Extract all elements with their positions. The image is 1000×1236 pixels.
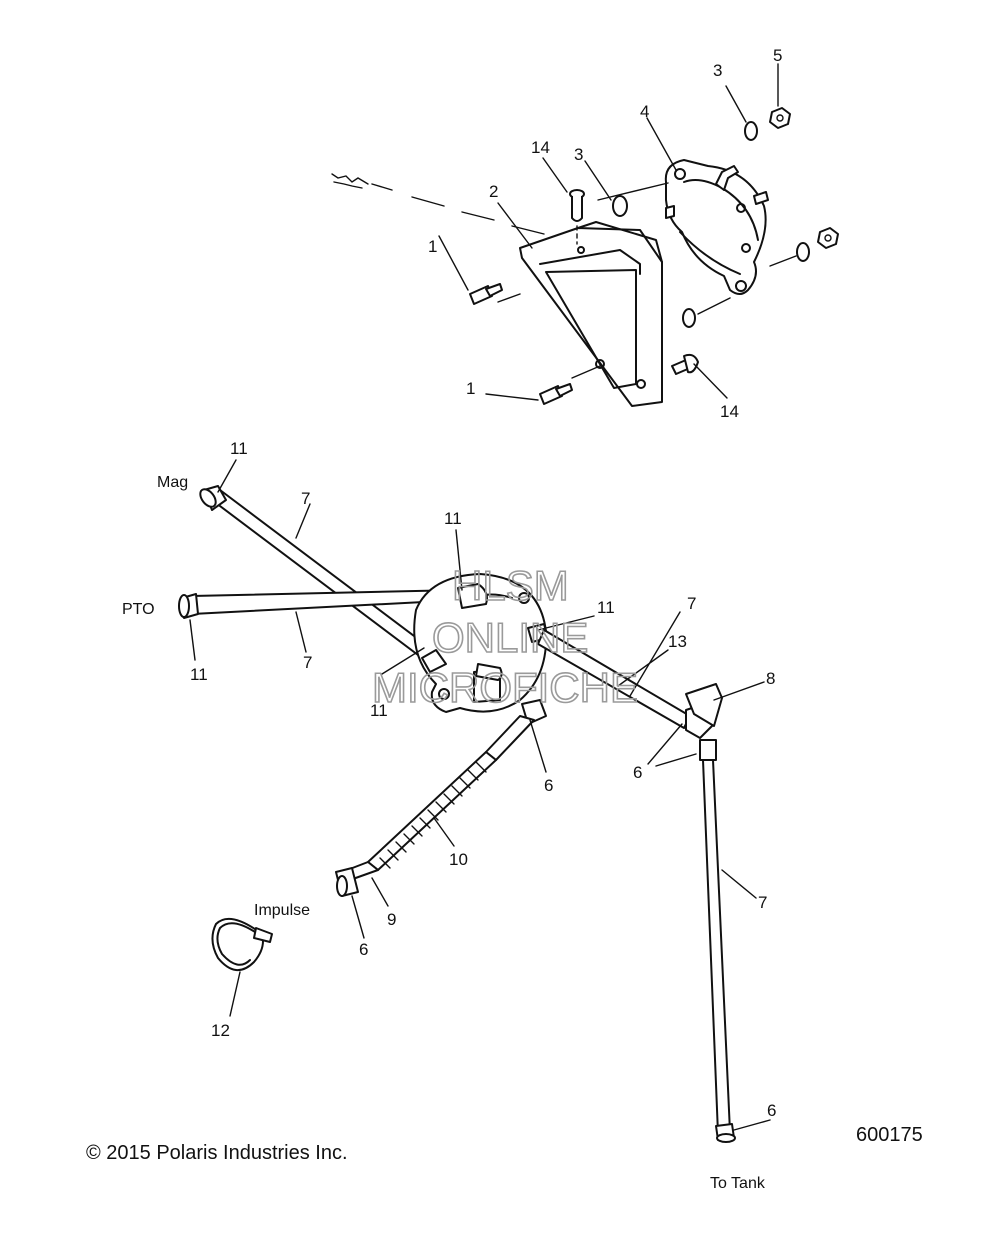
washer-3-top xyxy=(744,121,758,141)
callout-11-top: 11 xyxy=(444,509,462,528)
copyright-notice: © 2015 Polaris Industries Inc. xyxy=(86,1142,348,1164)
callout-14-top: 14 xyxy=(531,138,550,157)
callout-3-mid: 3 xyxy=(574,145,583,164)
callout-11-right: 11 xyxy=(597,598,615,617)
washer-lower xyxy=(682,308,696,328)
washer-3-mid xyxy=(612,195,628,217)
callout-1-upper: 1 xyxy=(428,237,437,256)
upper-assembly xyxy=(331,63,839,407)
hose-to-tank xyxy=(702,759,736,1143)
bolt-14-top xyxy=(569,189,585,245)
callout-7-valve: 7 xyxy=(687,594,696,613)
callout-12: 12 xyxy=(211,1021,230,1040)
watermark: HLSM ONLINE MICROFICHE xyxy=(371,561,639,712)
bolt-14-lower xyxy=(671,353,699,375)
label-mag: Mag xyxy=(157,474,188,491)
callout-14-lower: 14 xyxy=(720,402,739,421)
hose-clamp xyxy=(211,917,273,971)
label-to-tank: To Tank xyxy=(710,1175,766,1192)
fuel-pump xyxy=(664,159,769,295)
watermark-line-1: HLSM xyxy=(452,562,569,609)
bolt-1-lower xyxy=(539,383,573,405)
callout-7-tank: 7 xyxy=(758,893,767,912)
callout-7-mag: 7 xyxy=(301,489,310,508)
shutoff-valve xyxy=(685,683,723,761)
lower-leaders xyxy=(189,459,771,1131)
bellows-ridges xyxy=(379,761,487,869)
callout-2: 2 xyxy=(489,182,498,201)
callout-11-pto: 11 xyxy=(190,665,208,684)
callout-6-outlet: 6 xyxy=(544,776,553,795)
callout-5: 5 xyxy=(773,46,782,65)
callout-6-tank: 6 xyxy=(767,1101,776,1120)
figure-number: 600175 xyxy=(856,1124,923,1146)
callout-labels: 1 1 2 14 3 4 3 5 14 11 7 11 11 7 11 11 7… xyxy=(122,46,782,1192)
bracket xyxy=(519,221,663,407)
hose-to-valve xyxy=(537,629,691,729)
bellows-hose xyxy=(335,699,547,897)
bolt-1-upper xyxy=(469,283,503,305)
label-pto: PTO xyxy=(122,601,155,618)
watermark-line-2: ONLINE xyxy=(432,614,588,661)
upper-leaders xyxy=(438,63,797,401)
callout-6-valve: 6 xyxy=(633,763,642,782)
callout-8: 8 xyxy=(766,669,775,688)
callout-11-left: 11 xyxy=(370,701,388,720)
callout-4: 4 xyxy=(640,102,649,121)
callout-3-top: 3 xyxy=(713,61,722,80)
callout-1-lower: 1 xyxy=(466,379,475,398)
callout-6-impulse: 6 xyxy=(359,940,368,959)
nut-5-top xyxy=(769,107,791,129)
mounting-centerline xyxy=(331,173,581,244)
watermark-line-3: MICROFICHE xyxy=(372,664,638,711)
lower-assembly xyxy=(178,459,771,1143)
callout-13: 13 xyxy=(668,632,687,651)
washer-right xyxy=(796,242,810,262)
lower-pump-body xyxy=(413,573,549,713)
callout-7-pto: 7 xyxy=(303,653,312,672)
callout-10: 10 xyxy=(449,850,468,869)
label-impulse: Impulse xyxy=(254,902,310,919)
nut-right xyxy=(817,227,839,249)
hose-mag xyxy=(199,485,439,665)
callout-9: 9 xyxy=(387,910,396,929)
callout-11-mag: 11 xyxy=(230,439,248,458)
